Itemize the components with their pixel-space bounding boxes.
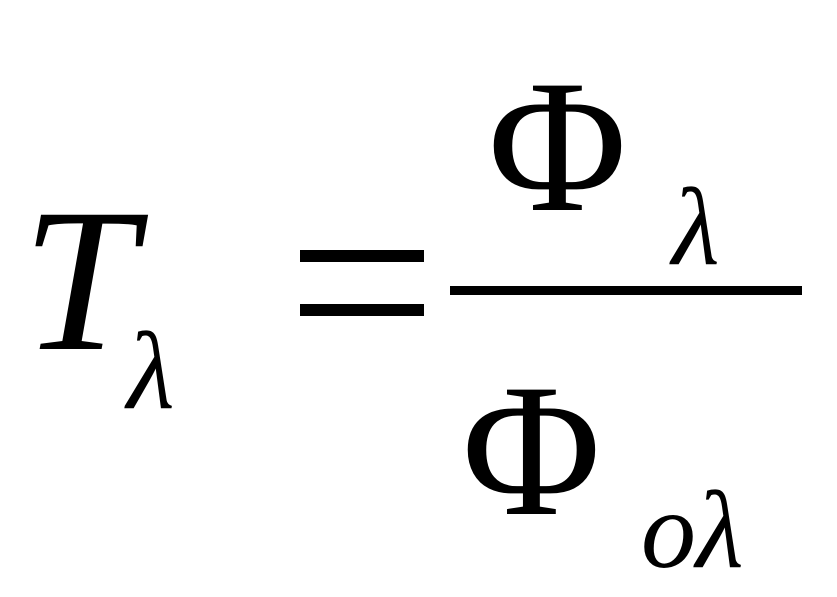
denominator-subscript: oλ [641,469,744,591]
numerator-subscript: λ [672,166,720,288]
lhs-symbol: T [22,167,137,394]
numerator-symbol: Φ [488,42,627,252]
equals-bottom-bar [300,304,424,316]
lhs-subscript: λ [127,310,175,432]
fraction-line [450,286,802,295]
denominator-symbol: Φ [462,346,601,556]
equals-sign [300,250,424,316]
equals-top-bar [300,250,424,262]
